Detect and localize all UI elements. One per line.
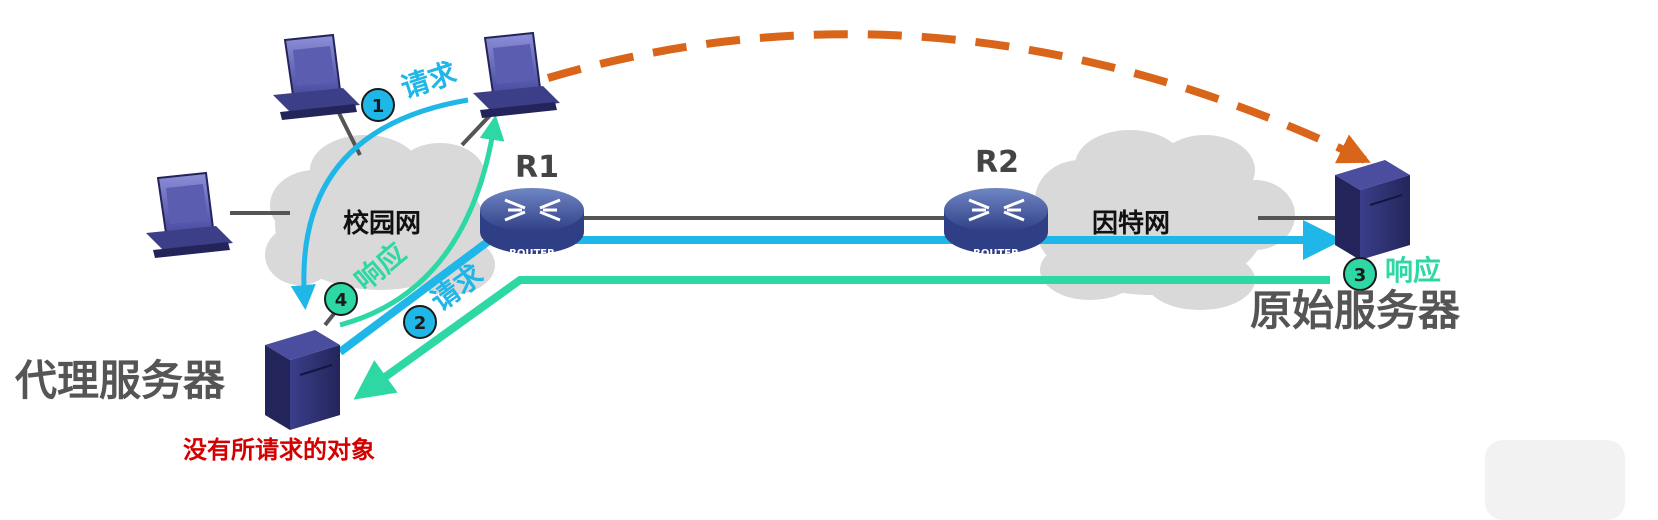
step-badge-4: 4 — [324, 282, 358, 316]
router-r1-label: R1 — [515, 150, 559, 185]
campus-cloud-icon — [265, 135, 495, 295]
step-1-label: 请求 — [397, 56, 460, 105]
origin-server-label: 原始服务器 — [1250, 286, 1461, 335]
proxy-server-label: 代理服务器 — [14, 356, 226, 405]
response-path-4 — [339, 115, 505, 328]
direct-path-arrow — [546, 30, 1371, 164]
network-diagram: 1 2 3 4 请求 请求 响应 响应 校园网 因特网 R1 R2 ROUTER… — [14, 30, 1461, 464]
request-path-1 — [290, 97, 469, 310]
pc-icon — [273, 33, 360, 120]
step-badge-1: 1 — [361, 88, 395, 122]
no-object-note: 没有所请求的对象 — [183, 436, 375, 464]
corner-badge — [1485, 440, 1625, 520]
router-r1-text: ROUTER — [509, 248, 555, 259]
step-number: 4 — [335, 290, 348, 311]
step-number: 2 — [414, 313, 427, 334]
step-badge-2: 2 — [403, 305, 437, 339]
origin-server-icon — [1335, 160, 1410, 260]
campus-net-label: 校园网 — [343, 208, 421, 239]
pc-icon — [473, 31, 560, 118]
router-r2-icon — [944, 188, 1048, 254]
step-badge-3: 3 — [1343, 257, 1377, 291]
router-r2-text: ROUTER — [973, 248, 1019, 259]
router-r1-icon — [480, 188, 584, 254]
router-r2-label: R2 — [975, 145, 1019, 180]
response-path-3 — [353, 276, 1330, 400]
proxy-server-icon — [265, 330, 340, 430]
internet-cloud-icon — [1035, 130, 1295, 310]
step-3-label: 响应 — [1385, 254, 1441, 287]
internet-label: 因特网 — [1092, 208, 1170, 239]
step-number: 3 — [1354, 265, 1367, 286]
pc-icon — [146, 171, 233, 258]
step-number: 1 — [372, 96, 385, 117]
